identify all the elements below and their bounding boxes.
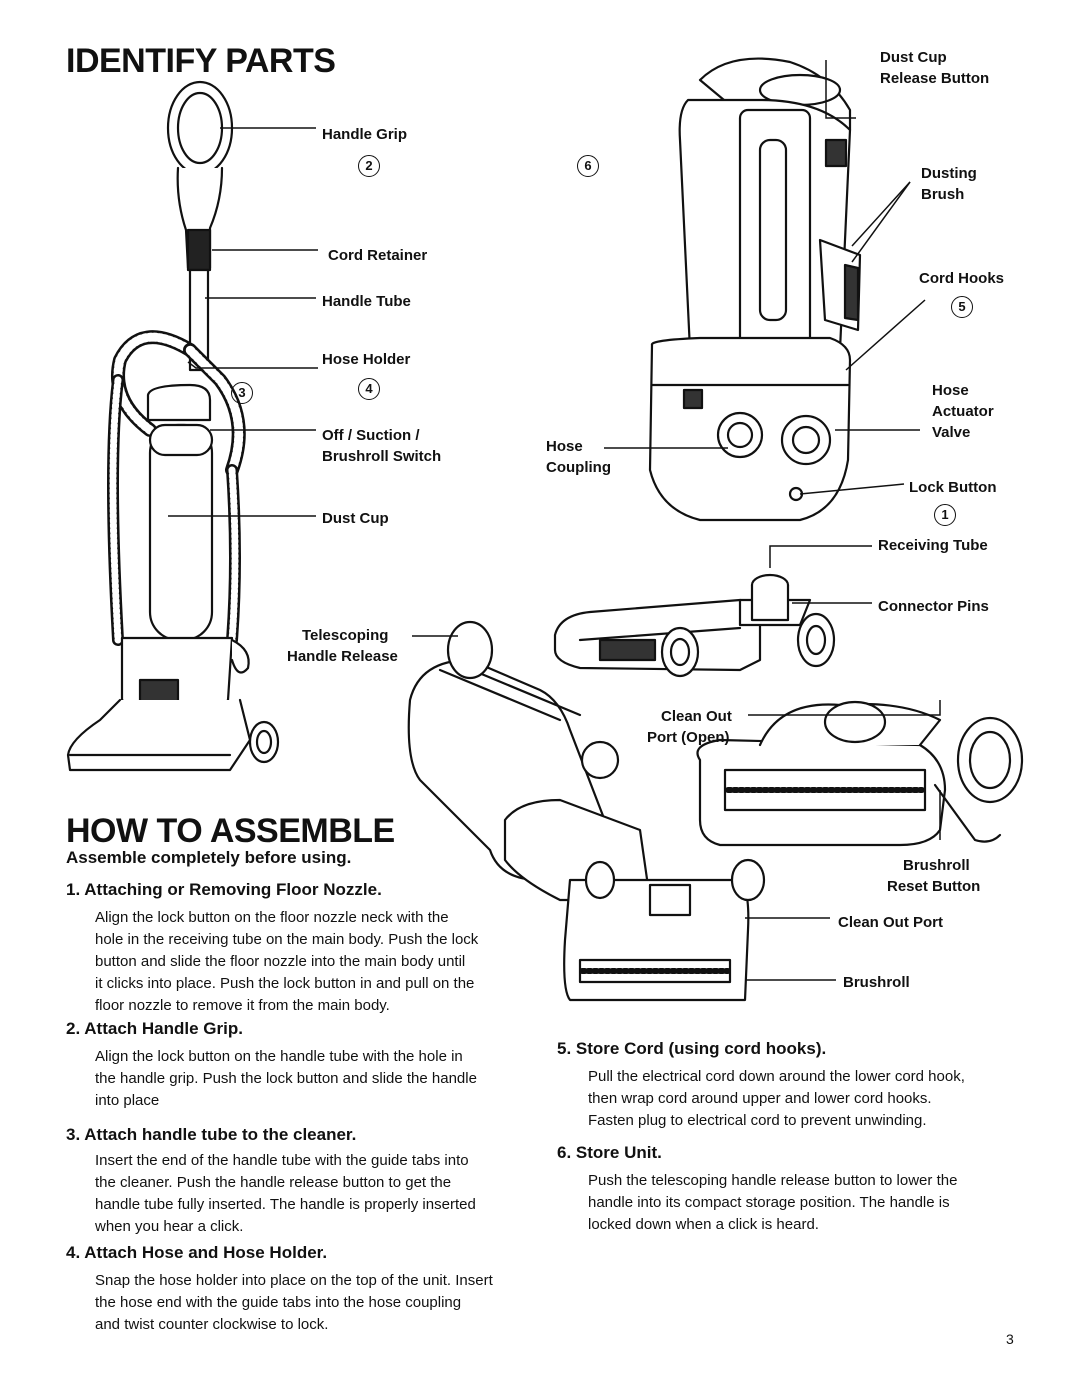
step4-heading: 4. Attach Hose and Hose Holder. <box>66 1242 327 1264</box>
label-dusting-1: Dusting <box>921 165 977 182</box>
label-handle-tube: Handle Tube <box>322 293 411 310</box>
step3-line: Insert the end of the handle tube with t… <box>95 1152 469 1169</box>
step1-number: 1. <box>66 880 81 899</box>
how-to-assemble-title: HOW TO ASSEMBLE <box>66 812 395 850</box>
floor-nozzle-illustration <box>553 573 836 678</box>
callout-4: 4 <box>358 378 380 400</box>
step6-title: Store Unit. <box>575 1143 662 1162</box>
label-brushroll: Brushroll <box>843 974 910 991</box>
step4-number: 4. <box>66 1243 81 1262</box>
step3-body: Insert the end of the handle tube with t… <box>95 1150 525 1238</box>
step2-line: Align the lock button on the handle tube… <box>95 1048 463 1065</box>
identify-parts-title: IDENTIFY PARTS <box>66 42 336 80</box>
step4-line: and twist counter clockwise to lock. <box>95 1316 329 1333</box>
label-off-suction-1: Off / Suction / <box>322 427 420 444</box>
step1-line: floor nozzle to remove it from the main … <box>95 997 390 1014</box>
step5-title: Store Cord (using cord hooks). <box>575 1039 827 1058</box>
step2-line: into place <box>95 1092 160 1109</box>
step2-number: 2. <box>66 1019 81 1038</box>
label-dust-cup: Dust Cup <box>322 510 389 527</box>
label-cord-hooks: Cord Hooks <box>919 270 1005 287</box>
step5-heading: 5. Store Cord (using cord hooks). <box>557 1038 826 1060</box>
label-hose-coupling-2: Coupling <box>546 459 611 476</box>
step2-title: Attach Handle Grip. <box>84 1019 243 1038</box>
step4-body: Snap the hose holder into place on the t… <box>95 1270 525 1336</box>
step1-heading: 1. Attaching or Removing Floor Nozzle. <box>66 879 382 901</box>
assemble-intro: Assemble completely before using. <box>66 848 352 867</box>
step6-number: 6. <box>557 1143 572 1162</box>
assembled-cleaner-illustration <box>407 620 766 1002</box>
callout-5: 5 <box>951 296 973 318</box>
label-dusting-2: Brush <box>921 186 965 203</box>
callout-1: 1 <box>934 504 956 526</box>
label-handle-grip: Handle Grip <box>322 126 408 143</box>
label-clean-out-1: Clean Out <box>661 708 732 725</box>
step2-line: the handle grip. Push the lock button an… <box>95 1070 477 1087</box>
label-hose-actuator-1: Hose <box>932 382 969 399</box>
step6-heading: 6. Store Unit. <box>557 1142 662 1164</box>
step5-number: 5. <box>557 1039 572 1058</box>
step5-line: Fasten plug to electrical cord to preven… <box>588 1112 927 1129</box>
label-hose-holder: Hose Holder <box>322 351 411 368</box>
label-clean-out-2: Port (Open) <box>647 729 730 746</box>
step1-body: Align the lock button on the floor nozzl… <box>95 907 525 1017</box>
label-hose-actuator-2: Actuator <box>932 403 994 420</box>
step3-title: Attach handle tube to the cleaner. <box>84 1125 357 1144</box>
label-telescoping-2: Handle Release <box>287 648 398 665</box>
step6-line: Push the telescoping handle release butt… <box>588 1172 958 1189</box>
label-brushroll-reset-2: Reset Button <box>887 878 981 895</box>
step4-line: the hose end with the guide tabs into th… <box>95 1294 462 1311</box>
page-number: 3 <box>1006 1331 1014 1347</box>
step1-line: button and slide the floor nozzle into t… <box>95 953 466 970</box>
label-clean-out-port: Clean Out Port <box>838 914 944 931</box>
step3-line: handle tube fully inserted. The handle i… <box>95 1196 476 1213</box>
nozzle-underside-illustration <box>696 700 1024 847</box>
callout-6: 6 <box>577 155 599 177</box>
step1-title: Attaching or Removing Floor Nozzle. <box>84 880 382 899</box>
label-cord-retainer: Cord Retainer <box>328 247 428 264</box>
upright-vacuum-illustration <box>66 80 280 772</box>
step3-line: when you hear a click. <box>95 1218 244 1235</box>
step1-line: Align the lock button on the floor nozzl… <box>95 909 449 926</box>
step2-body: Align the lock button on the handle tube… <box>95 1046 525 1112</box>
step3-line: the cleaner. Push the handle release but… <box>95 1174 452 1191</box>
label-hose-actuator-3: Valve <box>932 424 971 441</box>
label-receiving-tube: Receiving Tube <box>878 537 988 554</box>
step1-line: hole in the receiving tube on the main b… <box>95 931 479 948</box>
step4-title: Attach Hose and Hose Holder. <box>84 1243 328 1262</box>
label-connector-pins: Connector Pins <box>878 598 989 615</box>
step3-heading: 3. Attach handle tube to the cleaner. <box>66 1124 356 1146</box>
main-body-illustration <box>648 57 862 522</box>
label-telescoping-1: Telescoping <box>302 627 389 644</box>
label-off-suction-2: Brushroll Switch <box>322 448 442 465</box>
label-brushroll-reset-1: Brushroll <box>903 857 970 874</box>
label-dust-cup-release-2: Release Button <box>880 70 990 87</box>
step2-heading: 2. Attach Handle Grip. <box>66 1018 243 1040</box>
step5-body: Pull the electrical cord down around the… <box>588 1066 1028 1132</box>
callout-3: 3 <box>231 382 253 404</box>
step6-line: handle into its compact storage position… <box>588 1194 950 1211</box>
step3-number: 3. <box>66 1125 81 1144</box>
step5-line: Pull the electrical cord down around the… <box>588 1068 965 1085</box>
step6-body: Push the telescoping handle release butt… <box>588 1170 1028 1236</box>
step1-line: it clicks into place. Push the lock butt… <box>95 975 475 992</box>
step5-line: then wrap cord around upper and lower co… <box>588 1090 932 1107</box>
callout-2: 2 <box>358 155 380 177</box>
label-dust-cup-release-1: Dust Cup <box>880 49 947 66</box>
label-lock-button: Lock Button <box>909 479 997 496</box>
step6-line: locked down when a click is heard. <box>588 1216 819 1233</box>
step4-line: Snap the hose holder into place on the t… <box>95 1272 493 1289</box>
label-hose-coupling-1: Hose <box>546 438 583 455</box>
